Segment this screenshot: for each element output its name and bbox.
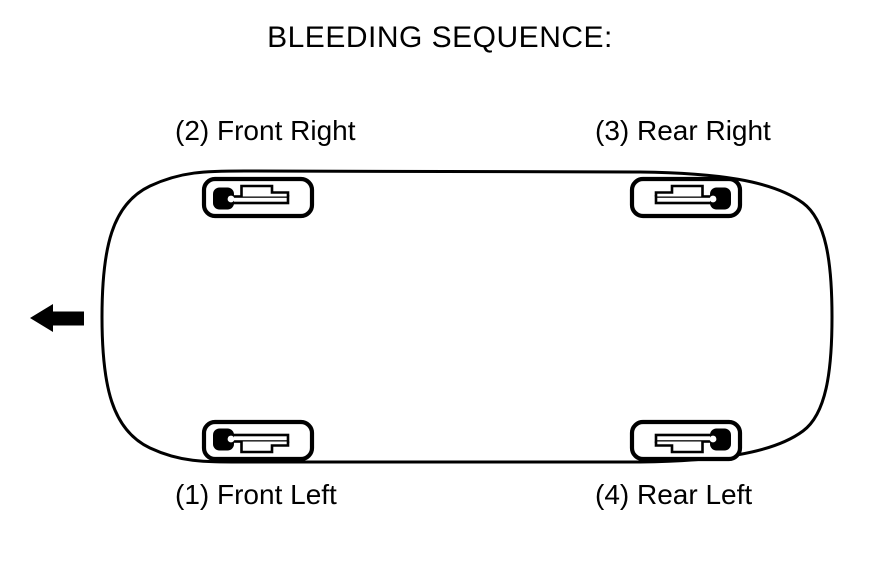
wheel-rear-left	[629, 419, 743, 462]
label-rear-left: (4) Rear Left	[595, 479, 753, 510]
label-front-left: (1) Front Left	[175, 479, 337, 510]
wheel-front-left	[201, 419, 315, 462]
label-front-right: (2) Front Right	[175, 115, 356, 146]
wheel-rear-right	[629, 176, 743, 219]
front-direction-arrow-icon	[30, 304, 84, 332]
car-body-outline	[100, 169, 834, 464]
diagram-title: BLEEDING SEQUENCE:	[267, 21, 613, 54]
wheel-front-right	[201, 176, 315, 219]
label-rear-right: (3) Rear Right	[595, 115, 771, 146]
